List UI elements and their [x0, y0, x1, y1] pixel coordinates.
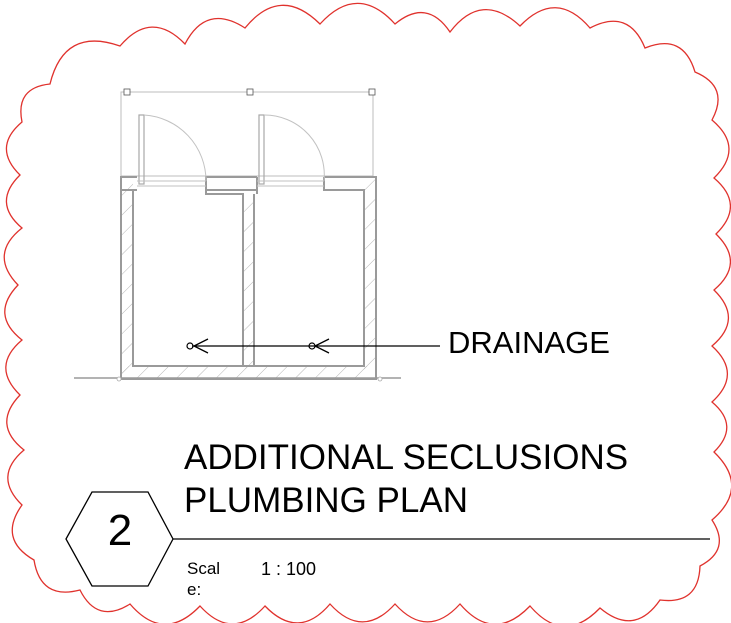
ground-node	[116, 376, 122, 382]
view-crop-boundary	[120, 91, 374, 177]
drainage-annotation: DRAINAGE	[448, 325, 610, 360]
floor-drain-left	[186, 342, 194, 350]
crop-grip	[246, 88, 254, 96]
door-right	[257, 114, 325, 187]
view-number: 2	[107, 506, 133, 555]
floor-drain-right	[308, 342, 316, 350]
ground-node	[377, 376, 383, 382]
revision-cloud	[3, 2, 731, 623]
door-left	[137, 114, 207, 187]
scale-label-part-1: Scal	[187, 559, 221, 578]
drainage-leader	[192, 338, 440, 354]
scale-label-part-2: e:	[187, 580, 202, 599]
wall-hatch	[121, 177, 376, 379]
scale-value: 1 : 100	[261, 559, 317, 579]
view-title-line-1: ADDITIONAL SECLUSIONS	[184, 438, 629, 477]
view-title-line-2: PLUMBING PLAN	[184, 481, 468, 520]
crop-grip	[123, 88, 131, 96]
crop-grip	[368, 88, 376, 96]
view-number-hexagon	[65, 491, 174, 587]
